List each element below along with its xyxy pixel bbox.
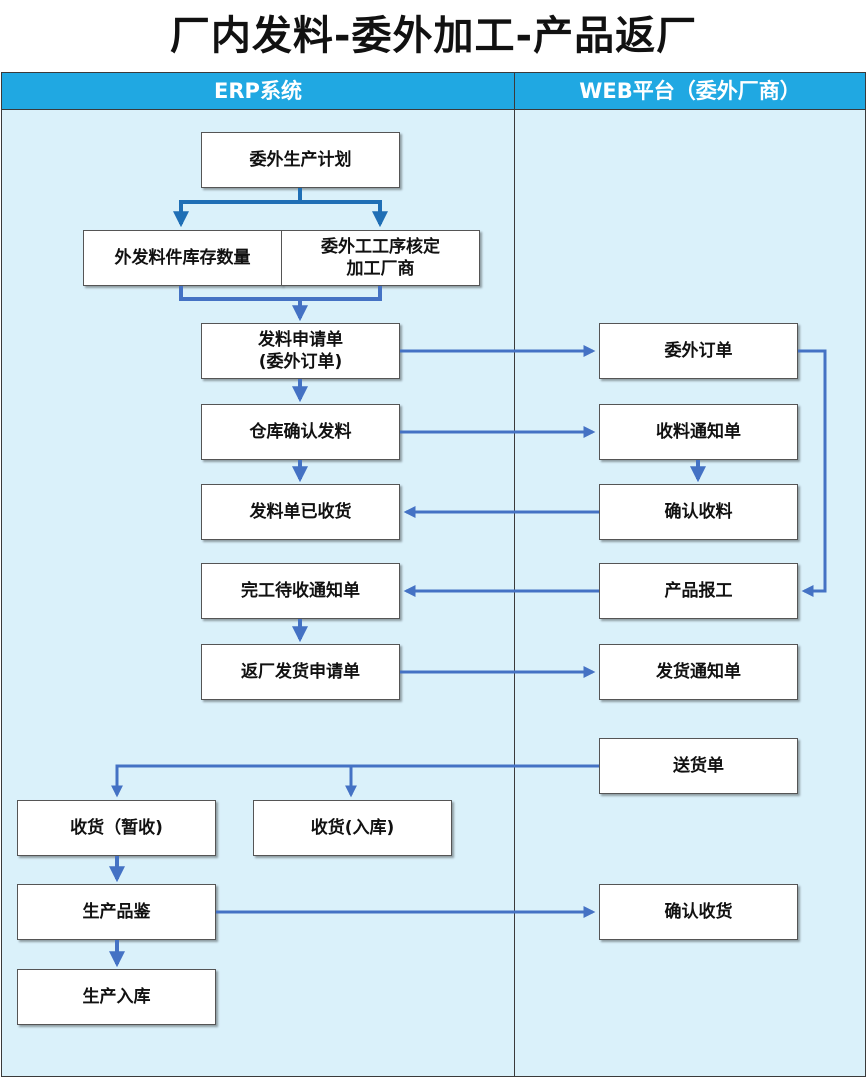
- node-return-request[interactable]: 返厂发货申请单: [201, 644, 400, 700]
- node-delivery-note[interactable]: 送货单: [599, 738, 798, 794]
- page-title: 厂内发料-委外加工-产品返厂: [169, 13, 698, 59]
- node-completion-notice[interactable]: 完工待收通知单: [201, 563, 400, 619]
- node-issue-request[interactable]: 发料申请单 (委外订单): [201, 323, 400, 379]
- node-warehouse-confirm-issue[interactable]: 仓库确认发料: [201, 404, 400, 460]
- node-receive-stock[interactable]: 收货(入库): [253, 800, 452, 856]
- node-outsourcing-plan[interactable]: 委外生产计划: [201, 132, 400, 188]
- node-outsourcing-order[interactable]: 委外订单: [599, 323, 798, 379]
- lane-header-erp: ERP系统: [2, 73, 514, 110]
- node-product-report[interactable]: 产品报工: [599, 563, 798, 619]
- lane-header-web: WEB平台（委外厂商）: [515, 73, 865, 110]
- node-receipt-notice[interactable]: 收料通知单: [599, 404, 798, 460]
- node-issue-received[interactable]: 发料单已收货: [201, 484, 400, 540]
- node-production-stock-in[interactable]: 生产入库: [17, 969, 216, 1025]
- node-quality-check[interactable]: 生产品鉴: [17, 884, 216, 940]
- node-process-vendor-check[interactable]: 委外工工序核定 加工厂商: [281, 230, 480, 286]
- node-confirm-receipt[interactable]: 确认收料: [599, 484, 798, 540]
- node-material-stock-qty[interactable]: 外发料件库存数量: [83, 230, 282, 286]
- node-shipping-notice[interactable]: 发货通知单: [599, 644, 798, 700]
- node-confirm-goods[interactable]: 确认收货: [599, 884, 798, 940]
- node-receive-temp[interactable]: 收货（暂收): [17, 800, 216, 856]
